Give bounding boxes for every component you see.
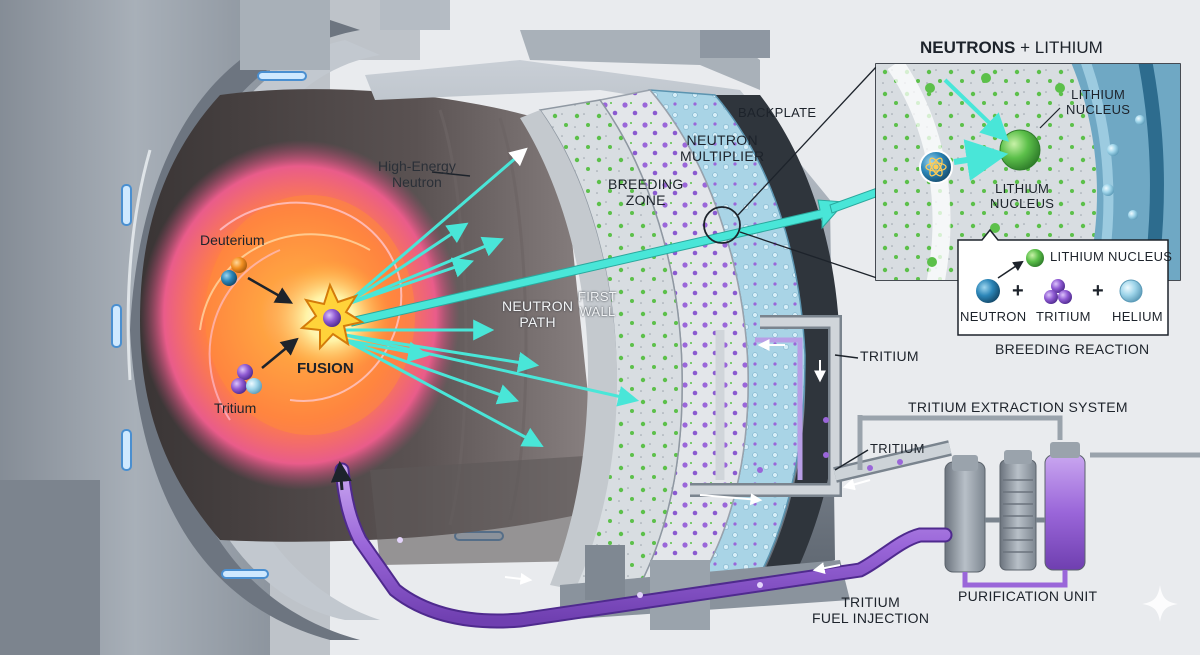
- fuel-injection-label: TRITIUM FUEL INJECTION: [812, 594, 930, 627]
- inset-nucleus-mid-label: LITHIUM NUCLEUS: [990, 181, 1055, 211]
- atom-icon: [925, 157, 947, 177]
- tritium-input-label: Tritium: [214, 400, 257, 416]
- tritium-output-label: TRITIUM: [860, 348, 919, 364]
- extraction-pipe: [833, 415, 1200, 491]
- purification-unit: [944, 442, 1086, 588]
- deuterium-arrow: [247, 276, 294, 304]
- tritium-internal-channel: [690, 315, 842, 506]
- tritium-extraction-system-label: TRITIUM EXTRACTION SYSTEM: [908, 399, 1128, 415]
- fusion-star-icon: [299, 282, 365, 351]
- magnifier-callout: [703, 65, 878, 279]
- reaction-helium-label: HELIUM: [1112, 309, 1163, 324]
- fusion-label: FUSION: [297, 360, 354, 377]
- reaction-plus-2: +: [1092, 280, 1104, 302]
- backplate-label: BACKPLATE: [738, 105, 817, 120]
- tritium-arrow: [261, 337, 299, 369]
- fuel-injection-pipe: [330, 460, 953, 629]
- inset-title: NEUTRONS + LITHIUM: [920, 38, 1103, 58]
- inset-title-rest: + LITHIUM: [1020, 38, 1103, 57]
- tritium-pipe-label: TRITIUM: [870, 441, 925, 456]
- first-wall-label: FIRST WALL: [578, 289, 618, 319]
- reaction-neutron-label: NEUTRON: [960, 309, 1027, 324]
- inset-title-bold: NEUTRONS: [920, 38, 1016, 57]
- neutron-path-label: NEUTRON PATH: [502, 298, 574, 331]
- reaction-product-label: LITHIUM NUCLEUS: [1050, 249, 1173, 264]
- purification-unit-label: PURIFICATION UNIT: [958, 588, 1098, 604]
- reaction-plus-1: +: [1012, 280, 1024, 302]
- reaction-box: [957, 228, 1169, 336]
- deuterium-label: Deuterium: [200, 232, 265, 248]
- breeding-reaction-caption: BREEDING REACTION: [995, 341, 1150, 357]
- leader-lines: [431, 171, 869, 471]
- tritium-particle: [231, 364, 262, 394]
- neutron-multiplier-label: NEUTRON MULTIPLIER: [680, 132, 765, 165]
- breeding-zone-label: BREEDING ZONE: [608, 176, 684, 209]
- neutron-rays: [343, 147, 640, 447]
- deuterium-particle: [221, 257, 247, 286]
- sparkle-icon: [1142, 585, 1178, 622]
- reaction-tritium-label: TRITIUM: [1036, 309, 1091, 324]
- inset-nucleus-top-label: LITHIUM NUCLEUS: [1066, 87, 1131, 117]
- high-energy-neutron-label: High-Energy Neutron: [378, 158, 456, 191]
- plasma-cloud: [140, 140, 460, 490]
